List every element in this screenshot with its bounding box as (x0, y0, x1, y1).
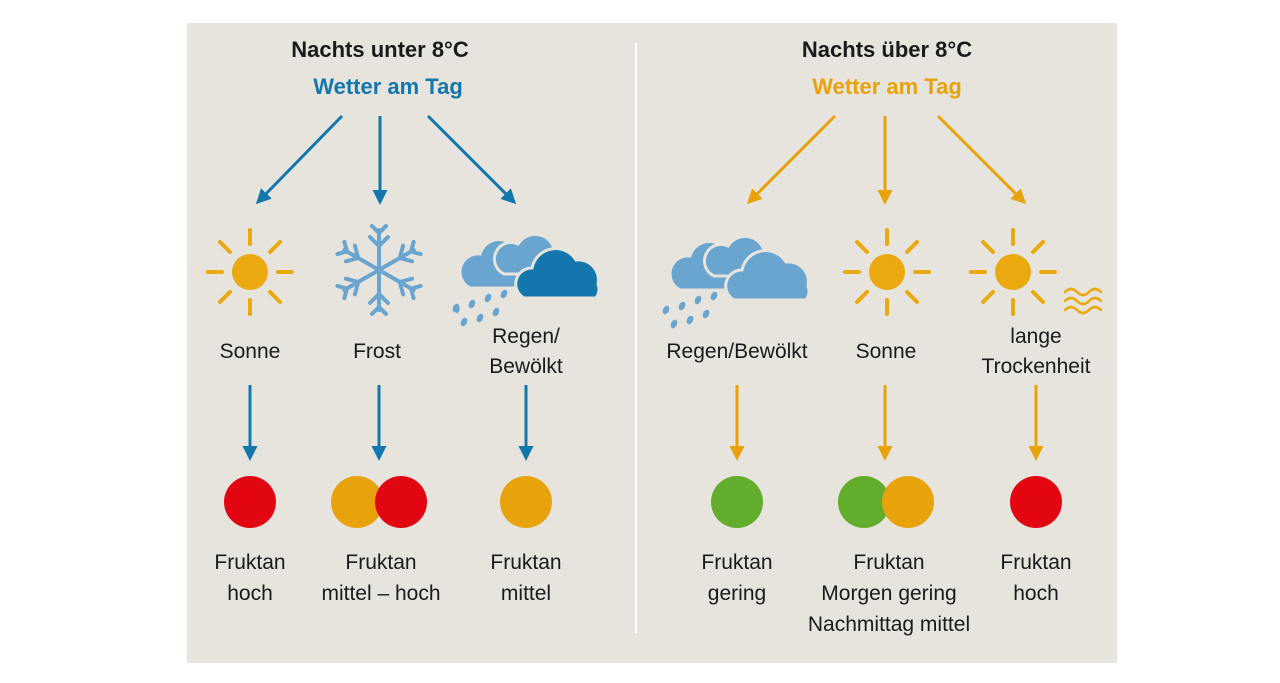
rain-cloud-icon (662, 234, 811, 329)
right-result-1b: gering (707, 582, 767, 605)
result-dot-green (711, 476, 763, 528)
left-label-1: Sonne (219, 340, 281, 363)
arrow-left-3 (426, 114, 517, 205)
right-label-3b: Trockenheit (981, 355, 1091, 378)
left-label-3b: Bewölkt (489, 355, 563, 378)
left-heading: Nachts unter 8°C (291, 37, 469, 62)
arrow-right-3 (936, 114, 1027, 205)
right-result-3b: hoch (1013, 582, 1059, 605)
result-dot-amber (882, 476, 934, 528)
left-subheading: Wetter am Tag (313, 74, 463, 99)
sun-icon (843, 228, 931, 316)
right-lower-arrows (729, 385, 1044, 461)
right-label-2: Sonne (855, 340, 917, 363)
right-top-arrows (746, 114, 1027, 205)
right-label-3a: lange (1010, 325, 1062, 348)
left-result-2b: mittel – hoch (321, 582, 441, 605)
result-dot-red (224, 476, 276, 528)
right-heading: Nachts über 8°C (801, 37, 973, 62)
column-divider (635, 43, 637, 633)
right-result-2a: Fruktan (853, 551, 925, 574)
right-result-2c: Nachmittag mittel (807, 613, 971, 636)
result-dot-red (1010, 476, 1062, 528)
sun-wind-icon (969, 228, 1103, 316)
left-result-1b: hoch (227, 582, 273, 605)
left-top-arrows (255, 114, 517, 205)
left-label-2: Frost (353, 340, 401, 363)
sun-icon (206, 228, 294, 316)
result-dot-red (375, 476, 427, 528)
result-dot-amber (331, 476, 383, 528)
right-label-1: Regen/Bewölkt (666, 340, 808, 363)
left-lower-arrows (242, 385, 534, 461)
arrow-right-1 (746, 114, 837, 205)
left-result-3a: Fruktan (490, 551, 562, 574)
diagram-panel (187, 23, 1117, 663)
left-result-1a: Fruktan (214, 551, 286, 574)
left-label-3a: Regen/ (492, 325, 560, 348)
right-result-1a: Fruktan (701, 551, 773, 574)
rain-cloud-icon (452, 232, 601, 327)
snowflake-icon (334, 224, 424, 316)
wind-icon (1063, 287, 1103, 315)
right-result-2b: Morgen gering (821, 582, 957, 605)
right-subheading: Wetter am Tag (812, 74, 962, 99)
result-dot-green (838, 476, 890, 528)
arrow-left-1 (255, 114, 344, 205)
result-dot-amber (500, 476, 552, 528)
left-result-3b: mittel (500, 582, 552, 605)
right-result-3a: Fruktan (1000, 551, 1072, 574)
left-result-2a: Fruktan (345, 551, 417, 574)
